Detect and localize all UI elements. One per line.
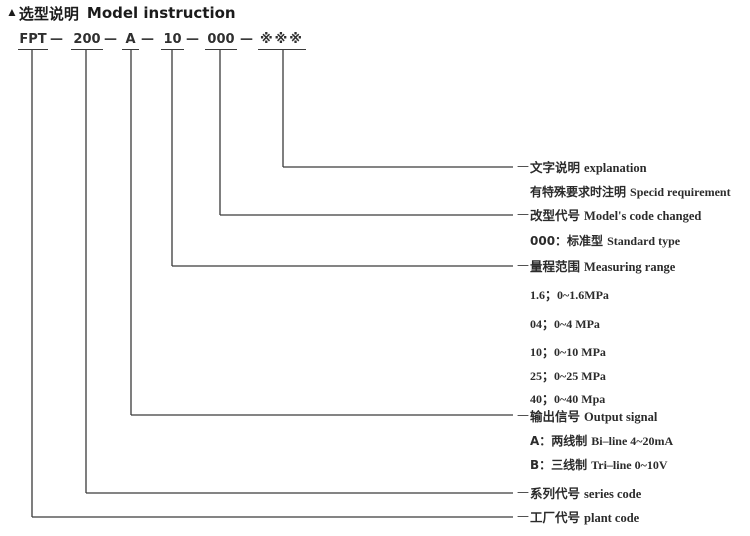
model-code-segment: FPT <box>18 32 48 50</box>
model-code-segment: 10 <box>161 32 184 50</box>
model-code-separator: — <box>141 32 154 47</box>
leader-output-signal <box>130 50 513 416</box>
model-code-separator: — <box>186 32 199 47</box>
page-title: ▲ 选型说明 Model instruction <box>6 2 236 24</box>
model-code-separator: — <box>240 32 253 47</box>
range-value-text: 1.6；0~1.6MPa <box>530 288 609 302</box>
label-text-en: Measuring range <box>584 260 676 274</box>
label-text-cn: B：三线制 <box>530 458 588 472</box>
model-code-segment: A <box>122 32 139 50</box>
leader-plant-code <box>31 50 513 518</box>
leader-dash-icon: — <box>517 159 529 173</box>
label-text-cn: 系列代号 <box>530 486 581 501</box>
range-value-item: 04；0~4 MPa <box>517 317 600 333</box>
label-text-en: series code <box>584 487 642 501</box>
range-value-item: 1.6；0~1.6MPa <box>517 288 609 304</box>
model-code-segment: 200 <box>71 32 103 50</box>
label-text-en: plant code <box>584 511 640 525</box>
leader-dash-icon: — <box>517 207 529 221</box>
label-text-cn: 输出信号 <box>530 409 581 424</box>
label-text-en: Standard type <box>607 234 681 248</box>
label-text-cn: 改型代号 <box>530 208 581 223</box>
label-text-en: explanation <box>584 161 647 175</box>
leader-explanation <box>282 50 513 168</box>
leader-dash-icon: — <box>517 485 529 499</box>
label-text-en: Bi–line 4~20mA <box>591 434 674 448</box>
label-text-en: Specid requirement <box>630 185 731 199</box>
range-value-text: 25；0~25 MPa <box>530 369 606 383</box>
range-value-item: 10；0~10 MPa <box>517 345 606 361</box>
range-value-text: 40；0~40 Mpa <box>530 392 606 406</box>
label-text-en: Model's code changed <box>584 209 702 223</box>
label-text-en: Tri–line 0~10V <box>591 458 668 472</box>
label-text-cn: 工厂代号 <box>530 510 581 525</box>
label-text-cn: 量程范围 <box>530 259 581 274</box>
model-code-separator: — <box>104 32 117 47</box>
leader-dash-icon: — <box>517 258 529 272</box>
range-value-item: 40；0~40 Mpa <box>517 392 605 408</box>
leader-dash-icon: — <box>517 408 529 422</box>
range-value-item: 25；0~25 MPa <box>517 369 606 385</box>
model-code-separator: — <box>50 32 63 47</box>
model-code-segment: 000 <box>205 32 237 50</box>
range-value-text: 10；0~10 MPa <box>530 345 606 359</box>
triangle-bullet-icon: ▲ <box>6 5 18 19</box>
label-text-cn: 000：标准型 <box>530 234 604 248</box>
label-text-cn: 有特殊要求时注明 <box>530 185 627 199</box>
page-title-en: Model instruction <box>86 4 236 22</box>
leader-measuring-range <box>171 50 513 267</box>
range-value-text: 04；0~4 MPa <box>530 317 600 331</box>
leader-model-code-changed <box>219 50 513 216</box>
leader-dash-icon: — <box>517 509 529 523</box>
model-code-segment: ※※※ <box>258 32 306 50</box>
label-text-en: Output signal <box>584 410 658 424</box>
leader-series-code <box>85 50 513 494</box>
label-text-cn: A：两线制 <box>530 434 588 448</box>
label-text-cn: 文字说明 <box>530 160 581 175</box>
page-title-cn: 选型说明 <box>18 4 79 23</box>
